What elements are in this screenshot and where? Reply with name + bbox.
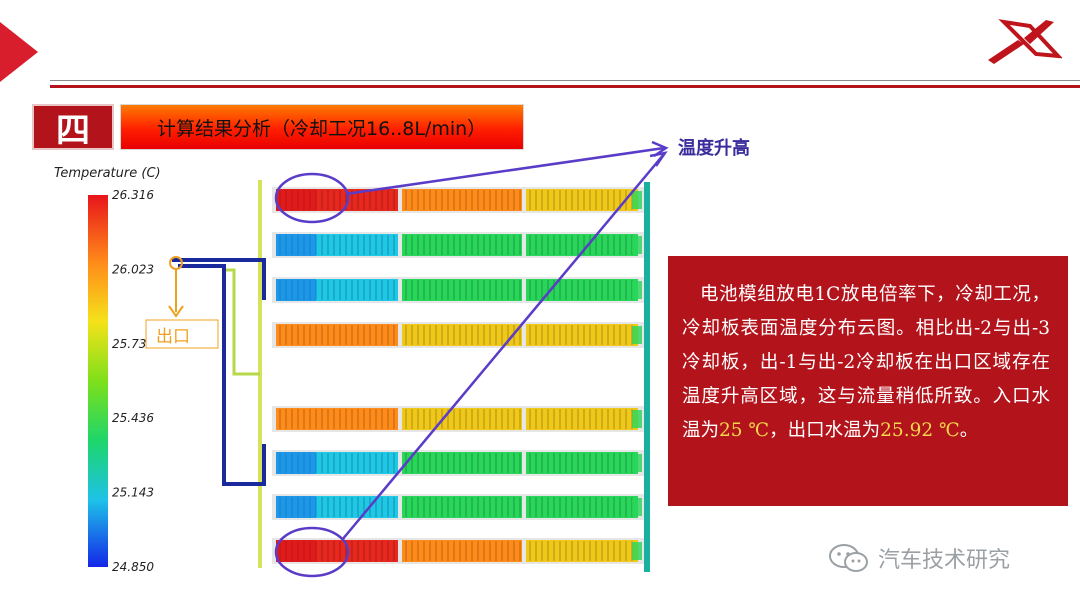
plate-segment (526, 189, 638, 211)
plate-segment (276, 408, 398, 430)
plate-hotspot (276, 452, 316, 474)
legend-tick-label: 25.730 (112, 337, 154, 351)
plate-hotspot (276, 234, 316, 256)
slide-marker-arrow (0, 22, 38, 82)
legend-ticks: 26.316 26.023 25.730 25.436 25.143 24.850 (112, 188, 154, 574)
cooling-plates (272, 187, 644, 564)
plate-segment (526, 540, 638, 562)
plate-hotspot (276, 279, 316, 301)
annotation-arrowhead-top (651, 140, 669, 158)
watermark: 汽车技术研究 (828, 540, 1010, 576)
outlet-label-box (145, 319, 219, 349)
plate-segment (402, 540, 522, 562)
legend-tick-label: 24.850 (112, 560, 154, 574)
cooling-plate (272, 187, 644, 213)
header-divider (50, 80, 1080, 81)
description-box: 电池模组放电1C放电倍率下，冷却工况，冷却板表面温度分布云图。相比出-2与出-3… (668, 256, 1068, 506)
outlet-marker (169, 256, 183, 270)
contour-plot: Temperature (C) 26.316 26.023 25.730 25.436… (54, 166, 650, 578)
outlet-label: 出口 (156, 327, 190, 347)
legend-tick-label: 26.023 (112, 262, 154, 276)
plate-segment (402, 496, 522, 518)
outlet-pipe-lower (178, 264, 266, 486)
cooling-plate (272, 232, 644, 258)
watermark-text: 汽车技术研究 (878, 548, 1011, 573)
inlet-temperature: 25 ℃ (719, 420, 770, 441)
cooling-plate (272, 406, 644, 432)
cooling-plate (272, 322, 644, 348)
plate-segment (402, 234, 522, 256)
plate-segment (402, 324, 522, 346)
section-number-badge: 四 (32, 104, 114, 151)
brand-logo-icon (988, 19, 1062, 64)
cooling-plate (272, 277, 644, 303)
plate-segment (526, 279, 638, 301)
cooling-plate (272, 450, 644, 476)
legend-tick-label: 25.143 (112, 486, 154, 500)
outlet-temperature: 25.92 ℃ (880, 420, 960, 441)
plate-segment (402, 452, 522, 474)
plate-end-zone (632, 498, 642, 516)
plate-end-zone (632, 326, 642, 344)
plate-end-zone (632, 281, 642, 299)
temperature-rise-callout: 温度升高 (678, 138, 750, 159)
plate-hotspot (276, 496, 316, 518)
return-manifold (644, 182, 650, 572)
plate-hotspot (276, 540, 316, 562)
plate-end-zone (632, 454, 642, 472)
outlet-arrow-head (168, 305, 184, 318)
section-title: 计算结果分析（冷却工况16..8L/min） (120, 104, 524, 150)
plate-end-zone (632, 542, 642, 560)
hotspot-circle-bottom (274, 526, 350, 578)
plate-segment (276, 324, 398, 346)
plate-end-zone (632, 236, 642, 254)
plate-segment (402, 279, 522, 301)
plate-segment (526, 234, 638, 256)
wechat-icon (829, 544, 868, 572)
plate-segment (526, 496, 638, 518)
plate-end-zone (632, 191, 642, 209)
description-text-part1: 电池模组放电1C放电倍率下，冷却工况，冷却板表面温度分布云图。相比出-2与出-3… (682, 284, 1050, 441)
header-accent-line (50, 85, 1080, 88)
description-text-part3: 。 (959, 420, 979, 441)
legend-title: Temperature (C) (54, 166, 161, 181)
temperature-contour-figure: Temperature (C) 26.316 26.023 25.730 25.436… (50, 162, 666, 582)
legend-color-bar (88, 195, 108, 567)
outlet-pipe-upper (172, 258, 266, 300)
plate-segment (526, 408, 638, 430)
outlet-pipe-mid (226, 268, 260, 376)
cooling-plate (272, 494, 644, 520)
plate-segment (526, 452, 638, 474)
plate-end-zone (632, 410, 642, 428)
plate-segment (402, 189, 522, 211)
plate-segment (526, 324, 638, 346)
plate-hotspot (276, 189, 316, 211)
legend-tick-label: 26.316 (112, 188, 154, 202)
plate-segment (402, 408, 522, 430)
legend-tick-label: 25.436 (112, 411, 154, 425)
cooling-plate (272, 538, 644, 564)
description-text-part2: ，出口水温为 (769, 420, 881, 441)
